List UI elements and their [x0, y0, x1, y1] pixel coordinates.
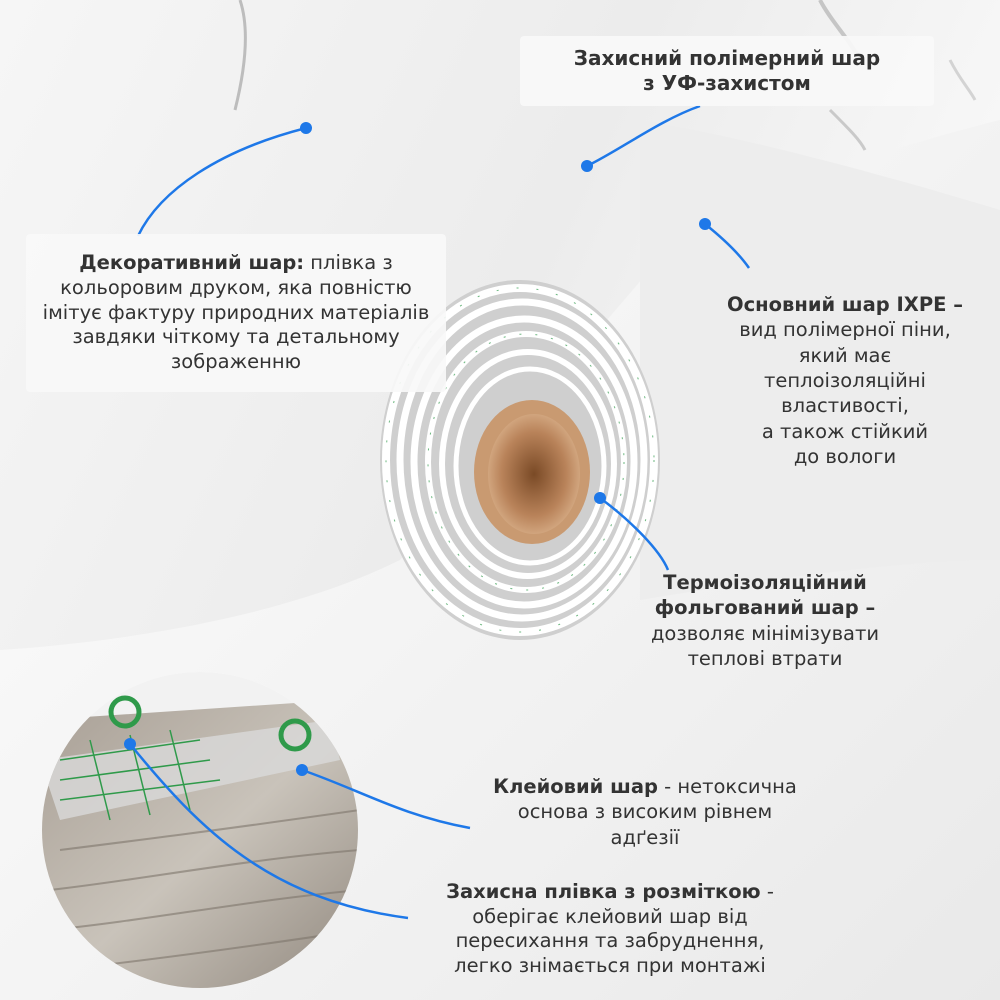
inset-detail-circle [42, 672, 358, 988]
callout-lines [129, 104, 751, 920]
adhesive-layer-label: Клейовий шар - нетоксична основа з висок… [450, 774, 840, 850]
callout-line-uv [586, 104, 701, 168]
adhesive-layer-title: Клейовий шар [493, 775, 658, 798]
callout-dot-ixpe [699, 218, 711, 230]
ixpe-layer-line: а також стійкий [761, 419, 929, 443]
ixpe-layer-line: який має [798, 343, 892, 367]
protective-film-title: Захисна плівка з розміткою [446, 880, 761, 903]
foil-layer-line: теплові втрати [687, 647, 843, 671]
ixpe-layer-line: до вологи [793, 445, 897, 469]
ixpe-layer-label: Основний шар IXPE – вид полімерної піни,… [700, 292, 990, 469]
foil-layer-label: Термоізоляційний фольгований шар – дозво… [600, 570, 930, 671]
callout-line-film [129, 743, 409, 920]
uv-layer-line2: з УФ-захистом [643, 71, 811, 95]
callout-line-adhesive [301, 768, 471, 830]
ixpe-layer-line: теплоізоляційні [764, 369, 926, 393]
uv-layer-line1: Захисний полімерний шар [573, 46, 881, 70]
foil-layer-line: дозволяє мінімізувати [650, 621, 880, 645]
decorative-layer-text: Декоративний шар: плівка з кольоровим др… [40, 251, 432, 375]
foil-layer-title: Термоізоляційний [663, 571, 867, 594]
protective-film-line: легко знімається при монтажі [454, 953, 766, 977]
ixpe-layer-title: Основний шар IXPE – [727, 293, 963, 316]
callout-dot-uv [581, 160, 593, 172]
ixpe-layer-line: властивості, [781, 394, 909, 418]
adhesive-layer-line: основа з високим рівнем [517, 800, 773, 824]
adhesive-layer-first-rest: - нетоксична [657, 775, 797, 798]
decorative-layer-label: Декоративний шар: плівка з кольоровим др… [26, 234, 446, 392]
protective-film-first-rest: - [760, 880, 774, 903]
adhesive-layer-first-line: Клейовий шар - нетоксична [450, 774, 840, 799]
ixpe-layer-line: вид полімерної піни, [739, 318, 951, 342]
callout-line-ixpe [704, 223, 751, 269]
protective-film-first-line: Захисна плівка з розміткою - [400, 880, 820, 905]
roll-body [640, 120, 1000, 600]
callout-line-decor [136, 126, 307, 237]
protective-film-line: оберігає клейовий шар від [472, 904, 748, 928]
callout-line-foil [599, 496, 670, 571]
callout-dot-adhesive [296, 764, 308, 776]
callout-dot-foil [594, 492, 606, 504]
protective-film-label: Захисна плівка з розміткою - оберігає кл… [400, 880, 820, 978]
callout-dots [124, 122, 711, 776]
protective-film-line: пересихання та забруднення, [455, 929, 765, 953]
decorative-layer-title: Декоративний шар: [79, 251, 305, 275]
adhesive-layer-line: адґезії [610, 825, 680, 849]
uv-layer-label: Захисний полімерний шар з УФ-захистом [520, 36, 934, 106]
foil-layer-title: фольгований шар – [654, 596, 876, 620]
decorative-layer-description: плівка з кольоровим друком, яка повністю… [42, 251, 430, 374]
callout-dot-decor [300, 122, 312, 134]
callout-dot-film [124, 738, 136, 750]
